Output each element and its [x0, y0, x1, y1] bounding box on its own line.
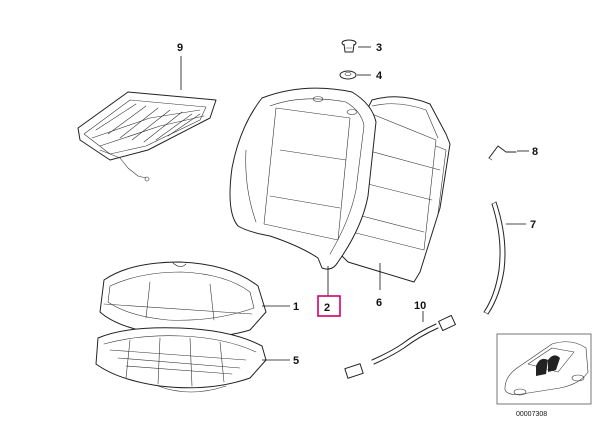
hook-part-8[interactable]: [488, 145, 529, 161]
callout-8: 8: [532, 146, 538, 158]
wiring-harness-part-10[interactable]: [344, 311, 456, 379]
wire-strip-part-7[interactable]: [483, 201, 526, 315]
seat-cover-part-1[interactable]: [99, 261, 290, 338]
reference-number: 00007308: [516, 411, 547, 418]
callout-1: 1: [293, 301, 299, 313]
callout-9: 9: [177, 42, 183, 54]
callout-4: 4: [376, 70, 383, 82]
callout-2: 2: [324, 302, 330, 314]
callout-5: 5: [293, 355, 299, 367]
callout-7: 7: [530, 219, 536, 231]
callout-6: 6: [376, 297, 382, 309]
callout-3: 3: [376, 42, 382, 54]
seat-pad-part-5[interactable]: [95, 327, 290, 393]
heating-mat-part-9[interactable]: [77, 56, 217, 182]
clip-part-3[interactable]: [341, 39, 371, 53]
washer-part-4[interactable]: [339, 70, 371, 80]
backrest-cover-part-2[interactable]: [229, 87, 377, 296]
car-location-thumbnail: [496, 333, 592, 405]
highlight-box: [317, 295, 341, 317]
callout-10: 10: [414, 300, 426, 312]
